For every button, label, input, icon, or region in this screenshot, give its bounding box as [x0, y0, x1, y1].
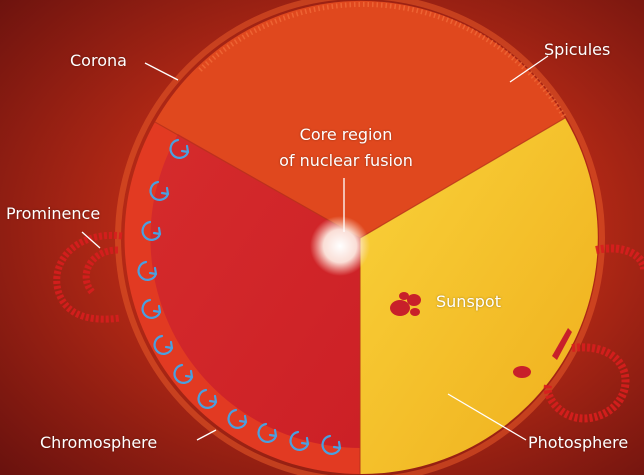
label-corona: Corona: [70, 51, 127, 71]
label-photosphere: Photosphere: [528, 433, 628, 453]
label-spicules: Spicules: [544, 40, 610, 60]
label-chromosphere: Chromosphere: [40, 433, 157, 453]
label-core-line2: of nuclear fusion: [268, 151, 424, 171]
label-core-line1: Core region: [268, 125, 424, 145]
label-sunspot: Sunspot: [436, 292, 501, 312]
core-glow: [310, 216, 370, 276]
label-prominence: Prominence: [6, 204, 100, 224]
